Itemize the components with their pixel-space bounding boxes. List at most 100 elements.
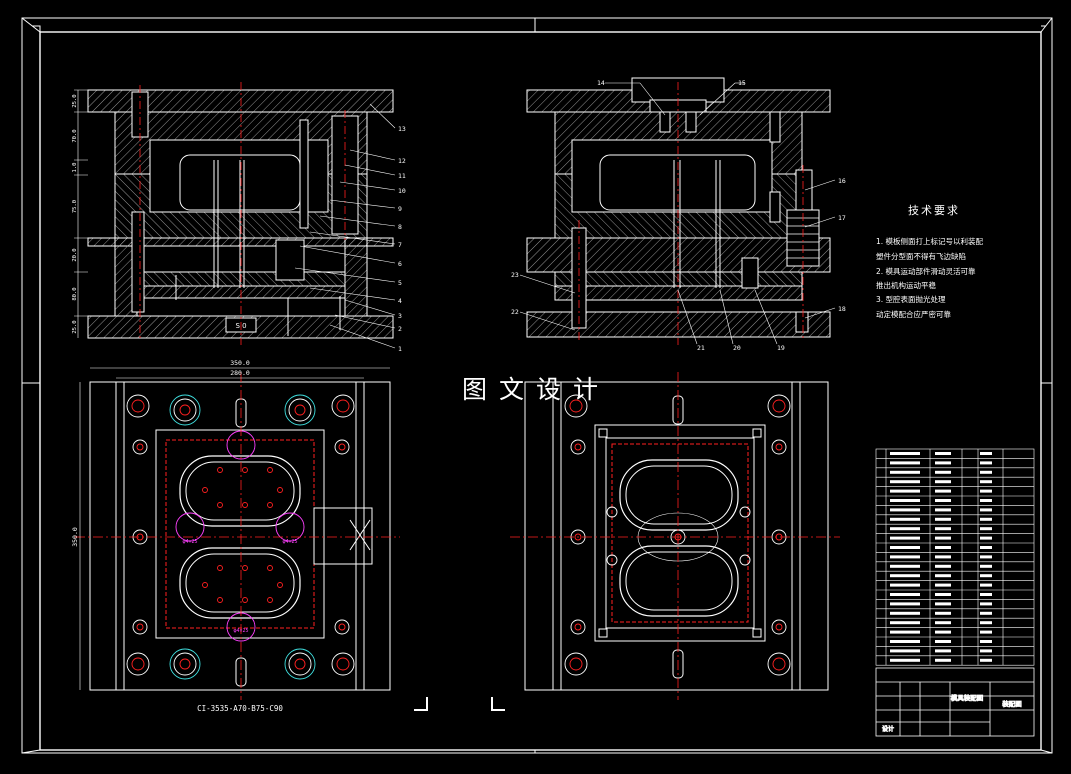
bore-hole [126,394,150,418]
dimension-value: 1.0 [72,163,78,173]
callout-number: 11 [398,172,406,180]
parts-row-text [890,480,920,484]
parts-row-text [935,470,951,474]
parts-row-text [980,517,992,521]
parts-row-text [890,658,920,662]
dimension-value: 80.0 [72,287,78,300]
dimension-value: 350.0 [230,359,250,367]
parts-row-text [980,621,992,625]
dimension-value: 20.0 [72,248,78,261]
bore-hole [179,404,191,416]
tech-req-line: 1. 模板侧面打上标记号以利装配 [876,237,984,246]
parts-row-text [980,574,992,578]
circle-label: φ4×25 [282,539,297,545]
parts-row-text [980,658,992,662]
parts-row-text [890,461,920,465]
callout-number: 21 [697,344,705,352]
bore-hole [569,399,583,413]
bore-hole [574,533,582,541]
callout-number: 9 [398,205,402,213]
parts-row-text [890,470,920,474]
ejector-pin [217,467,223,473]
ejector-pin [267,502,273,508]
tech-req-line: 动定模配合应严密可靠 [876,310,951,319]
parts-row-text [935,489,951,493]
parts-row-text [890,517,920,521]
bore-hole [294,658,306,670]
callout-number: 18 [838,305,846,313]
callout-number: 14 [597,79,605,87]
parts-row-text [890,499,920,502]
parts-row-text [980,546,992,549]
bore-hole [336,399,350,413]
bore-hole [772,657,786,671]
bore-hole [288,398,312,422]
bore-hole [173,398,197,422]
bore-hole [331,394,355,418]
bore-hole [334,439,350,455]
title-block-design: 设计 [882,725,894,733]
ejector-pin [277,582,283,588]
callout-number: 10 [398,187,406,195]
parts-row-text [935,508,951,512]
parts-row-text [890,621,920,625]
parts-row-text [890,611,920,615]
callout-number: 7 [398,241,402,249]
parts-row-text [980,508,992,512]
bore-hole [570,439,586,455]
parts-row-text [935,640,951,643]
bore-hole [132,619,148,635]
ejector-pin [202,582,208,588]
dimension-value: 25.0 [72,320,78,333]
parts-row-text [935,461,951,465]
dimension-value: 280.0 [230,369,250,377]
bore-hole [331,652,355,676]
callout-number: 2 [398,325,402,333]
ejector-pin [217,565,223,571]
dimension-value: 25.0 [72,94,78,107]
bore-hole [288,652,312,676]
parts-row-text [935,527,951,531]
callout-number: 15 [738,79,746,87]
bore-hole [739,554,751,566]
bore-hole [336,657,350,671]
parts-row-text [890,452,920,455]
parts-row-text [935,658,951,662]
bore-hole [131,657,145,671]
bore-hole [739,506,751,518]
parts-row-text [980,611,992,615]
parts-row-text [890,546,920,549]
bore-hole [564,394,588,418]
bore-hole [338,623,346,631]
circle-label: φ4×25 [233,628,248,634]
bore-hole [338,443,346,451]
ejector-pin [267,597,273,603]
parts-row-text [890,649,920,653]
title-block-drawing-name: 模具装配图 [951,693,984,702]
parts-row-text [980,593,992,596]
tech-req-line: 塑件分型面不得有飞边缺陷 [876,252,966,261]
circle-label: φ4×25 [182,539,197,545]
parts-row-text [890,536,920,540]
bore-hole [173,652,197,676]
bore-hole [179,658,191,670]
plan-caption: CI-3535-A70-B75-C90 [197,704,283,713]
bore-hole [767,394,791,418]
parts-row-text [935,583,951,587]
ejector-pin [242,502,248,508]
bore-hole [775,623,783,631]
tech-req-line: 推出机构运动平稳 [876,281,936,290]
parts-row-text [890,640,920,643]
ejector-pin [267,565,273,571]
bore-hole [131,399,145,413]
callout-number: 22 [511,308,519,316]
parts-row-text [980,602,992,606]
parts-row-text [935,611,951,615]
parts-row-text [890,630,920,634]
dimension-value: 75.0 [72,200,78,213]
bore-hole [775,443,783,451]
parts-row-text [980,536,992,540]
